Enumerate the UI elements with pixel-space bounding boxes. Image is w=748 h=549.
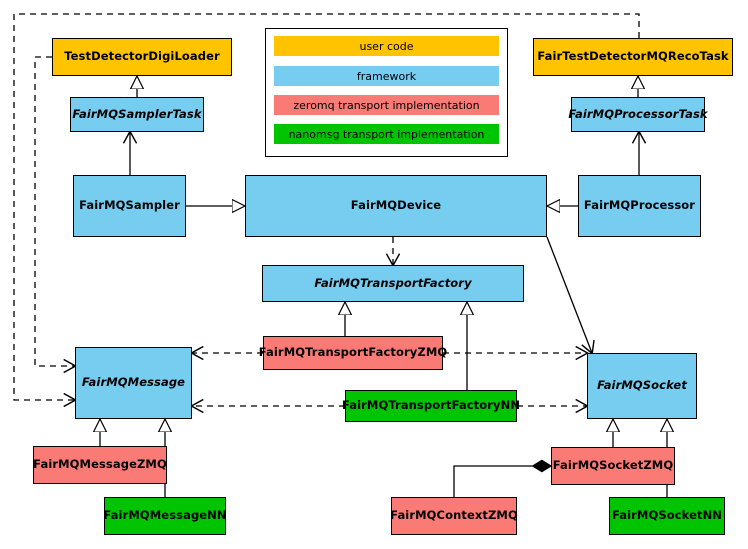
class-node-fairmqsampler[interactable]: FairMQSampler <box>73 175 186 237</box>
class-label: FairMQTransportFactory <box>314 275 472 290</box>
class-label: FairMQMessageNN <box>103 508 227 523</box>
class-node-fairmqcontextzmq[interactable]: FairMQContextZMQ <box>390 497 518 535</box>
class-label: FairMQContextZMQ <box>390 508 518 523</box>
class-node-fairmqtransportfactoryzmq[interactable]: FairMQTransportFactoryZMQ <box>259 336 447 370</box>
class-label: FairMQProcessor <box>583 198 696 213</box>
class-node-fairmqmessage[interactable]: FairMQMessage <box>75 347 192 419</box>
legend-label-user-code: user code <box>359 39 414 53</box>
class-label: FairMQSocket <box>597 378 687 393</box>
legend-item-nanomsg: nanomsg transport implementation <box>274 124 499 144</box>
class-label: FairMQTransportFactoryNN <box>341 398 521 413</box>
class-node-fairmqsocket[interactable]: FairMQSocket <box>587 353 697 419</box>
class-node-fairmqtransportfactorynn[interactable]: FairMQTransportFactoryNN <box>341 390 521 422</box>
class-node-testdetectordigiloader[interactable]: TestDetectorDigiLoader <box>52 38 232 76</box>
class-label: FairMQSamplerTask <box>72 106 202 121</box>
edge-device-to-socket <box>546 236 592 353</box>
class-label: FairMQTransportFactoryZMQ <box>258 345 448 360</box>
legend-item-framework: framework <box>274 66 499 86</box>
class-label: FairMQSocketZMQ <box>552 458 674 473</box>
class-label: FairMQSocketNN <box>611 508 723 523</box>
legend-item-zeromq: zeromq transport implementation <box>274 95 499 115</box>
legend-label-zeromq: zeromq transport implementation <box>293 98 480 112</box>
class-node-fairmqsocketzmq[interactable]: FairMQSocketZMQ <box>551 447 675 485</box>
class-label: FairMQProcessorTask <box>568 106 708 121</box>
class-node-fairmqprocessortask[interactable]: FairMQProcessorTask <box>568 97 708 132</box>
legend-label-nanomsg: nanomsg transport implementation <box>288 127 485 141</box>
class-label: FairTestDetectorMQRecoTask <box>537 49 729 64</box>
legend-item-user-code: user code <box>274 36 499 56</box>
class-label: FairMQMessageZMQ <box>33 457 167 472</box>
class-node-fairmqsocketnn[interactable]: FairMQSocketNN <box>609 497 725 535</box>
class-label: FairMQDevice <box>350 198 442 213</box>
class-node-fairmqtransportfactory[interactable]: FairMQTransportFactory <box>262 265 524 302</box>
class-node-fairmqmessagezmq[interactable]: FairMQMessageZMQ <box>33 446 167 484</box>
class-node-fairmqmessagenn[interactable]: FairMQMessageNN <box>103 497 227 535</box>
edge-socketzmq-composition-contextzmq <box>453 466 551 497</box>
edge-digiloader-to-message <box>34 56 75 366</box>
class-label: TestDetectorDigiLoader <box>64 49 220 64</box>
class-label: FairMQMessage <box>81 375 186 390</box>
class-node-fairmqsamplertask[interactable]: FairMQSamplerTask <box>70 97 204 132</box>
class-node-fairmqprocessor[interactable]: FairMQProcessor <box>578 175 701 237</box>
class-label: FairMQSampler <box>79 198 180 213</box>
class-node-fairtestdetectormqrecotask[interactable]: FairTestDetectorMQRecoTask <box>533 38 733 76</box>
class-node-fairmqdevice[interactable]: FairMQDevice <box>245 175 547 237</box>
legend-label-framework: framework <box>356 69 417 83</box>
